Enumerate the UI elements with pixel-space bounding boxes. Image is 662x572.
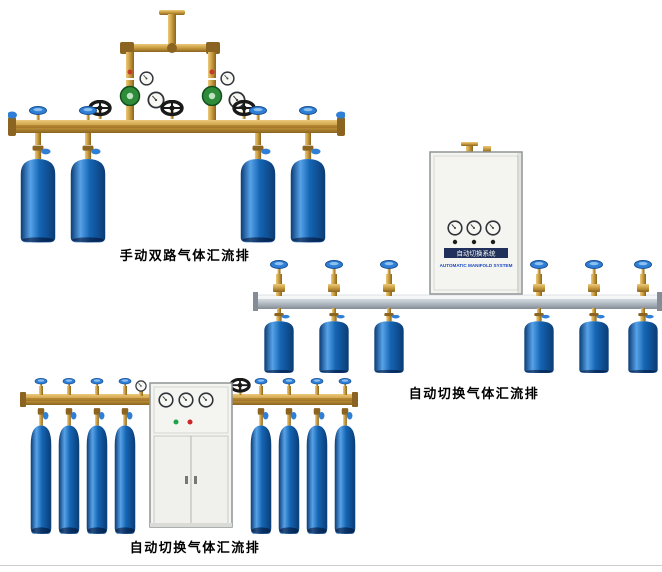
station-valve-handwheel (270, 260, 288, 274)
station-valves (34, 378, 352, 395)
line-valve-handwheel (160, 100, 184, 120)
cylinder-station (628, 260, 658, 373)
adjust-knob (490, 239, 496, 245)
station-valve-handwheel (34, 378, 48, 388)
pressure-gauge (178, 392, 194, 408)
door-handle (185, 476, 188, 484)
gas-cylinder (334, 408, 356, 534)
pressure-gauge (139, 71, 154, 86)
relief-cap (209, 69, 215, 75)
cabinet-display-strip (444, 248, 508, 258)
top-inlet-assembly (120, 10, 220, 78)
door-handle (194, 476, 197, 484)
gas-cylinder (628, 313, 658, 373)
station-valve-handwheel (29, 106, 47, 120)
gas-cylinder (524, 313, 554, 373)
gas-cylinder (58, 408, 80, 534)
gas-cylinder (374, 313, 404, 373)
indicator-light-red (187, 419, 193, 425)
cabinet-display-label: 自动切换系统 (457, 249, 497, 258)
pressure-regulator-right (201, 69, 246, 122)
product-caption-manual-dual: 手动双路气体汇流排 (119, 248, 251, 263)
station-valve-handwheel (530, 260, 548, 274)
end-cap-wheel (336, 111, 345, 119)
cylinder-station (374, 260, 404, 373)
manifold-bar (8, 111, 345, 136)
station-valve-handwheel (79, 106, 97, 120)
station-valve-handwheel (254, 378, 268, 388)
adjust-knob (452, 239, 458, 245)
line-valve-handwheel (229, 378, 251, 396)
station-valve-handwheel (282, 378, 296, 388)
pressure-gauge (158, 392, 174, 408)
product-caption-auto-switch-cabinet: 自动切换气体汇流排 (129, 540, 261, 555)
cylinder-station (319, 260, 349, 373)
gas-cylinder (264, 313, 294, 373)
line-pressure-gauge (135, 380, 147, 392)
cylinder-station (264, 260, 294, 373)
gas-cylinder (319, 313, 349, 373)
end-cap-wheel (8, 111, 17, 119)
gas-cylinder (70, 145, 106, 243)
station-valve-handwheel (118, 378, 132, 388)
regulator-body (201, 79, 223, 109)
gas-cylinder (306, 408, 328, 534)
station-valve-handwheel (249, 106, 267, 120)
station-valve-handwheel (310, 378, 324, 388)
gas-cylinder (114, 408, 136, 534)
manifold-pipe (253, 292, 662, 311)
control-cabinet: 自动切换系统 AUTOMATIC MANIFOLD SYSTEM (429, 142, 523, 295)
station-valve-handwheel (634, 260, 652, 274)
pressure-gauge (466, 220, 482, 236)
pressure-regulator-left (119, 69, 165, 122)
page-bottom-divider (0, 565, 662, 566)
pressure-gauge (198, 392, 214, 408)
pressure-gauge (220, 71, 235, 86)
gas-cylinder (250, 408, 272, 534)
station-valve-handwheel (338, 378, 352, 388)
auto-switch-manifold-figure: 自动切换系统 AUTOMATIC MANIFOLD SYSTEM (253, 142, 662, 373)
station-valve-handwheel (62, 378, 76, 388)
gas-cylinder (579, 313, 609, 373)
auto-switch-cabinet-manifold-figure (20, 378, 358, 534)
station-valve-handwheel (90, 378, 104, 388)
product-caption-auto-switch: 自动切换气体汇流排 (408, 386, 540, 401)
cylinder-station (524, 260, 554, 373)
station-valve-handwheel (299, 106, 317, 120)
adjust-knob (471, 239, 477, 245)
gas-cylinder (20, 145, 56, 243)
gas-cylinder (86, 408, 108, 534)
station-valve-handwheel (380, 260, 398, 274)
gas-cylinder (30, 408, 52, 534)
control-cabinet (149, 382, 233, 528)
station-valve-handwheel (325, 260, 343, 274)
cylinder-station (579, 260, 609, 373)
station-valve-handwheel (585, 260, 603, 274)
regulator-body (119, 79, 141, 109)
pressure-gauge (485, 220, 501, 236)
cabinet-sub-label: AUTOMATIC MANIFOLD SYSTEM (440, 263, 513, 268)
relief-cap (127, 69, 133, 75)
pressure-gauge (447, 220, 463, 236)
manual-dual-manifold-figure (8, 10, 345, 243)
indicator-light-green (173, 419, 179, 425)
gas-cylinder (278, 408, 300, 534)
